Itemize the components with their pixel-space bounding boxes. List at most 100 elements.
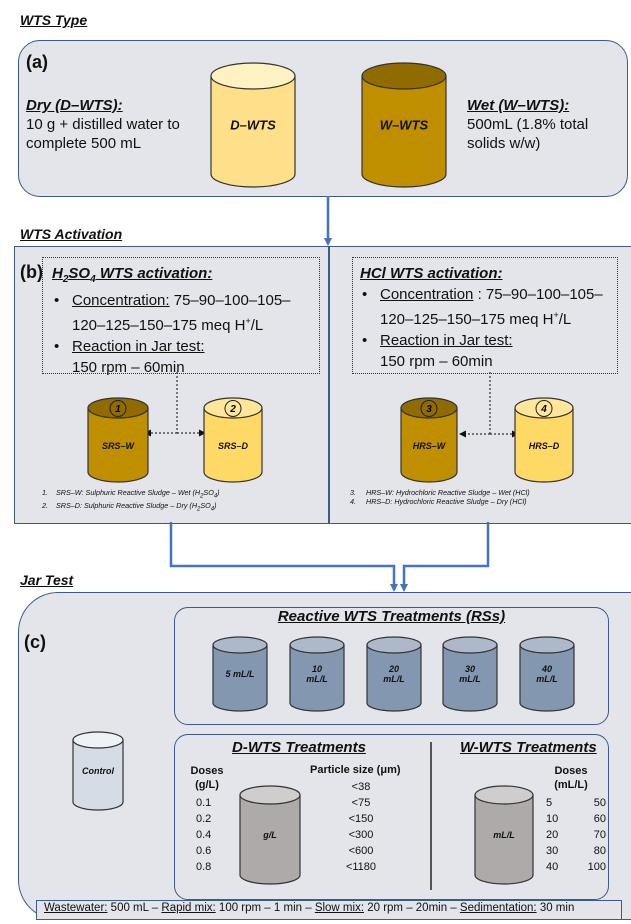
- panel-b-divider: [328, 246, 330, 523]
- wwts-doses-col1: 5 10 20 30 40: [546, 795, 558, 875]
- wwts-dose: 100: [587, 861, 606, 873]
- dwts-dose: 0.8: [196, 861, 212, 873]
- wwts-dose: 5: [546, 797, 553, 809]
- control-cylinder: Control: [72, 731, 124, 811]
- wwts-dose: 60: [593, 813, 606, 825]
- hcl-concentration-line2: 120–125–150–175 meq H+/L: [380, 310, 572, 328]
- cylinder-label: SRS–W: [102, 441, 136, 451]
- cylinder-number: 4: [540, 404, 547, 415]
- wwts-doses-header: Doses(mL/L): [554, 765, 588, 791]
- wwts-dose: 40: [546, 861, 559, 873]
- rs-title: Reactive WTS Treatments (RSs): [277, 608, 506, 625]
- dwts-sizes-list: <38 <75 <150 <300 <600 <1180: [336, 779, 386, 875]
- rs-dose-cylinder: 5 mL/L: [212, 636, 268, 712]
- cylinder-label: 20: [388, 664, 399, 674]
- panel-a: [18, 40, 628, 197]
- h2so4-concentration-line2: 120–125–150–175 meq H+/L: [72, 316, 264, 334]
- w-wts-cylinder: W–WTS: [361, 62, 447, 188]
- hcl-reaction: Reaction in Jar test:: [360, 330, 622, 351]
- dwts-dose: 0.1: [196, 797, 212, 809]
- h2so4-reaction: Reaction in Jar test:: [52, 336, 322, 357]
- cylinder-label: g/L: [262, 830, 277, 840]
- section-title-activation: WTS Activation: [20, 226, 123, 242]
- wwts-dose: 10: [546, 813, 559, 825]
- hcl-reaction-value: 150 rpm – 60min: [380, 353, 493, 370]
- wet-description: Wet (W–WTS): 500mL (1.8% total solids w/…: [467, 96, 588, 153]
- cylinder-label: mL/L: [383, 674, 405, 684]
- cylinder-label: mL/L: [459, 674, 481, 684]
- dwts-size: <38: [351, 781, 371, 793]
- wwts-dose: 20: [546, 829, 559, 841]
- h2so4-concentration: Concentration: 75–90–100–105–: [52, 290, 322, 311]
- arrow-h2so4-to-c: [169, 522, 398, 592]
- d-wts-cylinder: D–WTS: [210, 62, 296, 188]
- footnote-4: 4.HRS–D: Hydrochloric Reactive Sludge – …: [350, 497, 527, 506]
- footnote-3: 3.HRS–W: Hydrochloric Reactive Sludge – …: [350, 488, 530, 497]
- hcl-info: HCl WTS activation: Concentration : 75–9…: [360, 263, 622, 372]
- cylinder-label: mL/L: [306, 674, 328, 684]
- dry-line-2: complete 500 mL: [26, 135, 142, 152]
- dwts-size: <150: [348, 813, 374, 825]
- dwts-title: D-WTS Treatments: [232, 739, 366, 756]
- footnotes-right: 3.HRS–W: Hydrochloric Reactive Sludge – …: [350, 488, 530, 506]
- wwts-title: W-WTS Treatments: [460, 739, 597, 756]
- panel-c-label: (c): [24, 632, 46, 652]
- dwts-size: <75: [351, 797, 371, 809]
- wwts-dose: 70: [593, 829, 606, 841]
- cylinder-number: 1: [115, 404, 121, 415]
- wet-line-2: solids w/w): [467, 135, 541, 152]
- panel-a-label: (a): [26, 52, 48, 72]
- wwts-dose: 80: [593, 845, 606, 857]
- cylinder-label: D–WTS: [230, 118, 276, 133]
- dry-title: Dry (D–WTS):: [26, 97, 123, 114]
- dwts-particle-header: Particle size (μm): [310, 764, 401, 776]
- dwts-size: <600: [348, 845, 374, 857]
- cylinder-number: 3: [426, 404, 432, 415]
- hcl-info-box: [352, 257, 618, 374]
- h2so4-reaction-value: 150 rpm – 60min: [72, 359, 185, 376]
- w-wts-treatment-cylinder: mL/L: [474, 785, 534, 885]
- section-title-jar-test: Jar Test: [20, 572, 74, 588]
- cylinder-label: W–WTS: [380, 118, 429, 133]
- jar-test-conditions-box: [36, 900, 622, 920]
- connector-srs: [144, 372, 206, 437]
- wet-title: Wet (W–WTS):: [467, 97, 570, 114]
- dwts-dose: 0.2: [196, 813, 212, 825]
- cylinder-label: mL/L: [493, 830, 515, 840]
- dwts-doses-list: 0.1 0.2 0.4 0.6 0.8: [196, 795, 211, 875]
- dwts-size: <1180: [345, 861, 377, 873]
- cylinder-label: 30: [465, 664, 475, 674]
- cylinder-label: HRS–D: [529, 441, 560, 451]
- cylinder-label: SRS–D: [218, 441, 249, 451]
- hcl-concentration: Concentration : 75–90–100–105–: [360, 284, 622, 305]
- dry-description: Dry (D–WTS): 10 g + distilled water to c…: [26, 96, 180, 153]
- dwts-dose: 0.6: [196, 845, 212, 857]
- hcl-title: HCl WTS activation:: [360, 265, 503, 282]
- cylinder-label: 5 mL/L: [225, 669, 254, 679]
- d-wts-treatment-cylinder: g/L: [239, 785, 301, 885]
- cylinder-label: 10: [312, 664, 322, 674]
- cylinder-label: mL/L: [536, 674, 558, 684]
- cylinder-number: 2: [229, 404, 236, 415]
- cylinder-label: HRS–W: [413, 441, 447, 451]
- dwts-dose: 0.4: [196, 829, 212, 841]
- dwts-doses-header: Doses(g/L): [190, 765, 224, 791]
- dry-line-1: 10 g + distilled water to: [26, 116, 180, 133]
- footnote-2: 2.SRS–D: Sulphuric Reactive Sludge – Dry…: [42, 501, 217, 513]
- wwts-dose: 50: [593, 797, 606, 809]
- cylinder-label: 40: [541, 664, 552, 674]
- h2so4-info-box: [42, 257, 320, 374]
- wwts-doses-col2: 50 60 70 80 100: [582, 795, 606, 875]
- jar-test-conditions: Wastewater: 500 mL – Rapid mix: 100 rpm …: [44, 902, 575, 914]
- treatments-divider: [430, 742, 432, 890]
- h2so4-info: H2SO4 WTS activation: Concentration: 75–…: [52, 263, 322, 378]
- dwts-size: <300: [348, 829, 374, 841]
